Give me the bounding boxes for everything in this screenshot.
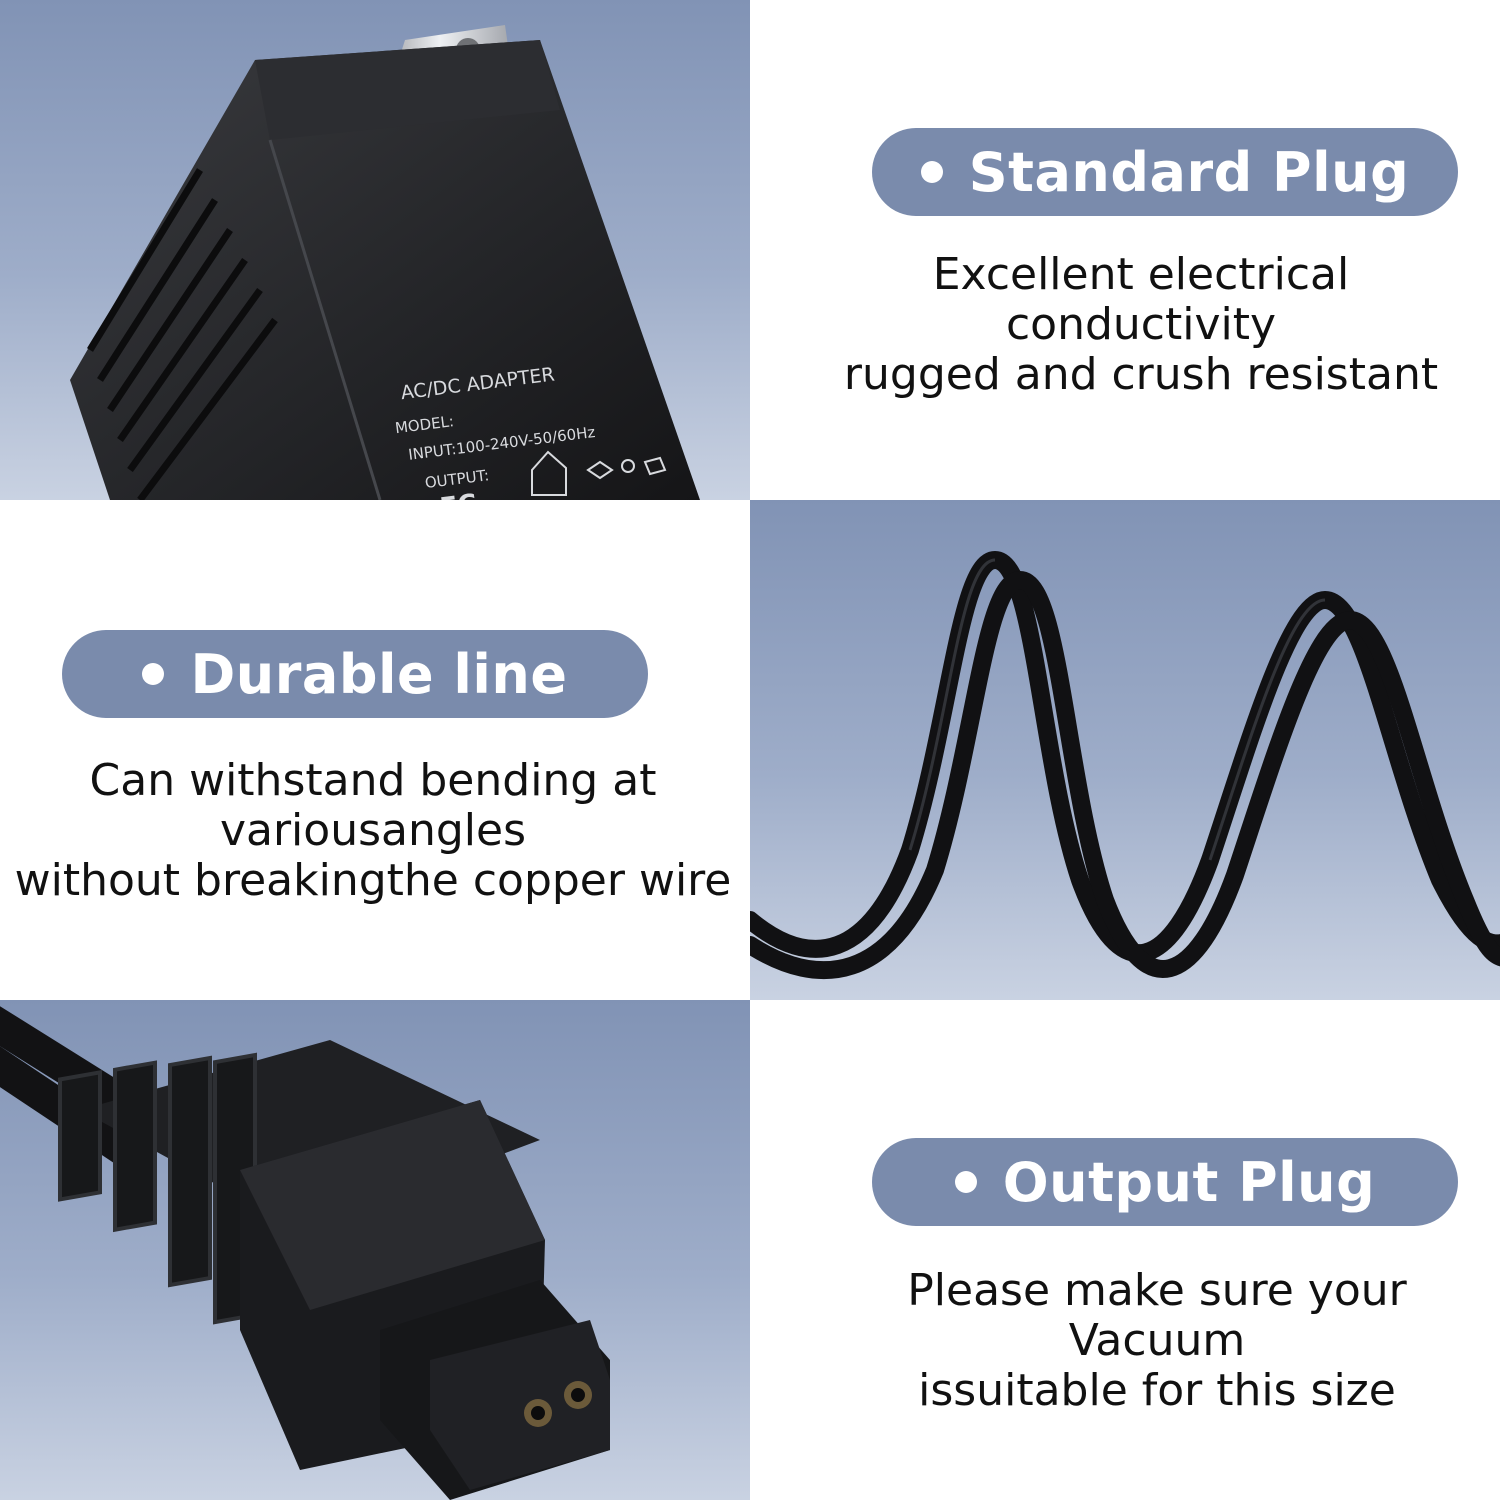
adapter-photo: AC/DC ADAPTER MODEL: INPUT:100-240V-50/6…: [0, 0, 750, 500]
adapter-illustration: AC/DC ADAPTER MODEL: INPUT:100-240V-50/6…: [70, 25, 700, 500]
standard-plug-section: Standard Plug Excellent electrical condu…: [750, 0, 1500, 500]
description-line: issuitable for this size: [918, 1365, 1396, 1416]
polarity-symbol-icon: [531, 450, 667, 496]
description-line: without breakingthe copper wire: [14, 855, 732, 906]
durable-line-description: Can withstand bending at variousangles w…: [0, 756, 748, 906]
standard-plug-title: Standard Plug: [968, 140, 1410, 204]
description-line: variousangles: [219, 805, 527, 856]
bullet-icon: [954, 1171, 977, 1193]
connector-pin-icon: [524, 1399, 552, 1427]
output-connector-illustration: [0, 1006, 610, 1500]
fcc-logo: FC: [438, 489, 478, 500]
coiled-cable-illustration: [750, 550, 1500, 980]
description-line: Please make sure your: [907, 1265, 1407, 1316]
output-plug-title: Output Plug: [1002, 1150, 1376, 1214]
description-line: rugged and crush resistant: [843, 349, 1439, 400]
durable-line-section: Durable line Can withstand bending at va…: [0, 500, 750, 1000]
durable-line-badge: Durable line: [62, 630, 648, 718]
output-plug-description: Please make sure your Vacuum issuitable …: [782, 1266, 1500, 1416]
description-line: conductivity: [1005, 299, 1277, 350]
connector-pin-icon: [564, 1381, 592, 1409]
output-plug-section: Output Plug Please make sure your Vacuum…: [750, 1000, 1500, 1500]
description-line: Excellent electrical: [932, 249, 1350, 300]
bullet-icon: [142, 663, 165, 685]
standard-plug-badge: Standard Plug: [872, 128, 1458, 216]
cable-photo: [750, 500, 1500, 1000]
description-line: Can withstand bending at: [89, 755, 657, 806]
durable-line-title: Durable line: [190, 642, 568, 706]
description-line: Vacuum: [1068, 1315, 1246, 1366]
bullet-icon: [920, 161, 943, 183]
connector-photo: [0, 1000, 750, 1500]
output-plug-badge: Output Plug: [872, 1138, 1458, 1226]
standard-plug-description: Excellent electrical conductivity rugged…: [766, 250, 1500, 400]
